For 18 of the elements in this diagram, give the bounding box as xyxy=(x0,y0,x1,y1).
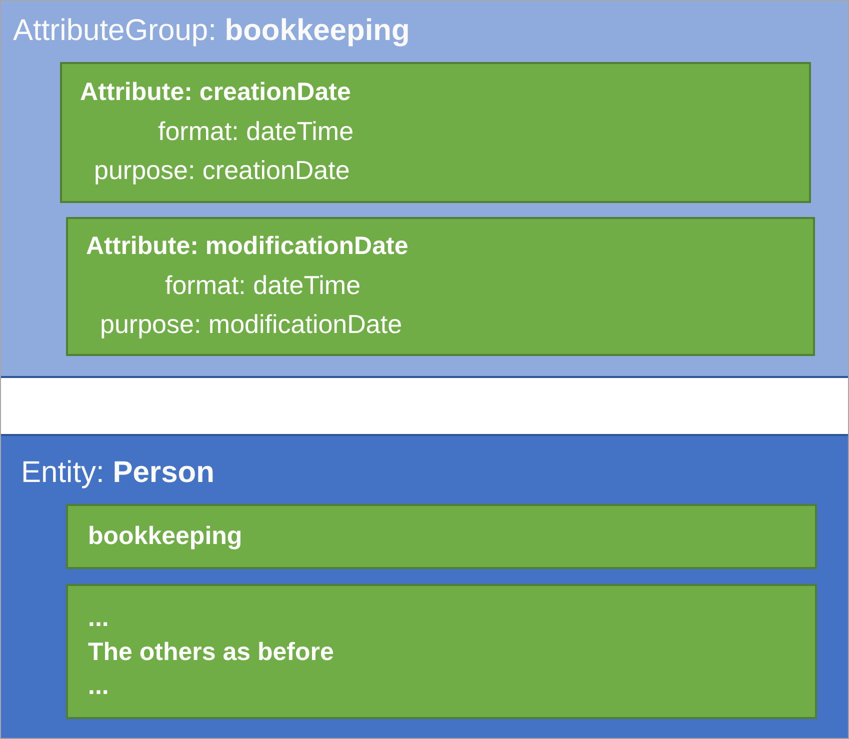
attribute-heading: Attribute: creationDate xyxy=(80,77,351,108)
attribute-list-text: ... xyxy=(88,603,109,634)
attribute-property: format: dateTime xyxy=(165,269,361,302)
attribute-box xyxy=(66,217,815,356)
attribute-property: format: dateTime xyxy=(158,115,354,148)
attribute-reference-box xyxy=(66,504,817,569)
attribute-group-reference: bookkeeping xyxy=(88,521,242,552)
attribute-heading: Attribute: modificationDate xyxy=(86,231,408,262)
group-title: AttributeGroup: bookkeeping xyxy=(13,13,410,49)
entity-title: Entity: Person xyxy=(21,455,214,491)
attribute-list-text: ... xyxy=(88,671,109,702)
attribute-property: purpose: creationDate xyxy=(94,154,350,187)
attribute-group-panel xyxy=(1,1,848,378)
attribute-list-box xyxy=(66,584,817,719)
attribute-box xyxy=(60,62,811,203)
attribute-property: purpose: modificationDate xyxy=(100,308,402,341)
entity-panel xyxy=(1,434,848,738)
attribute-list-text: The others as before xyxy=(88,637,334,668)
